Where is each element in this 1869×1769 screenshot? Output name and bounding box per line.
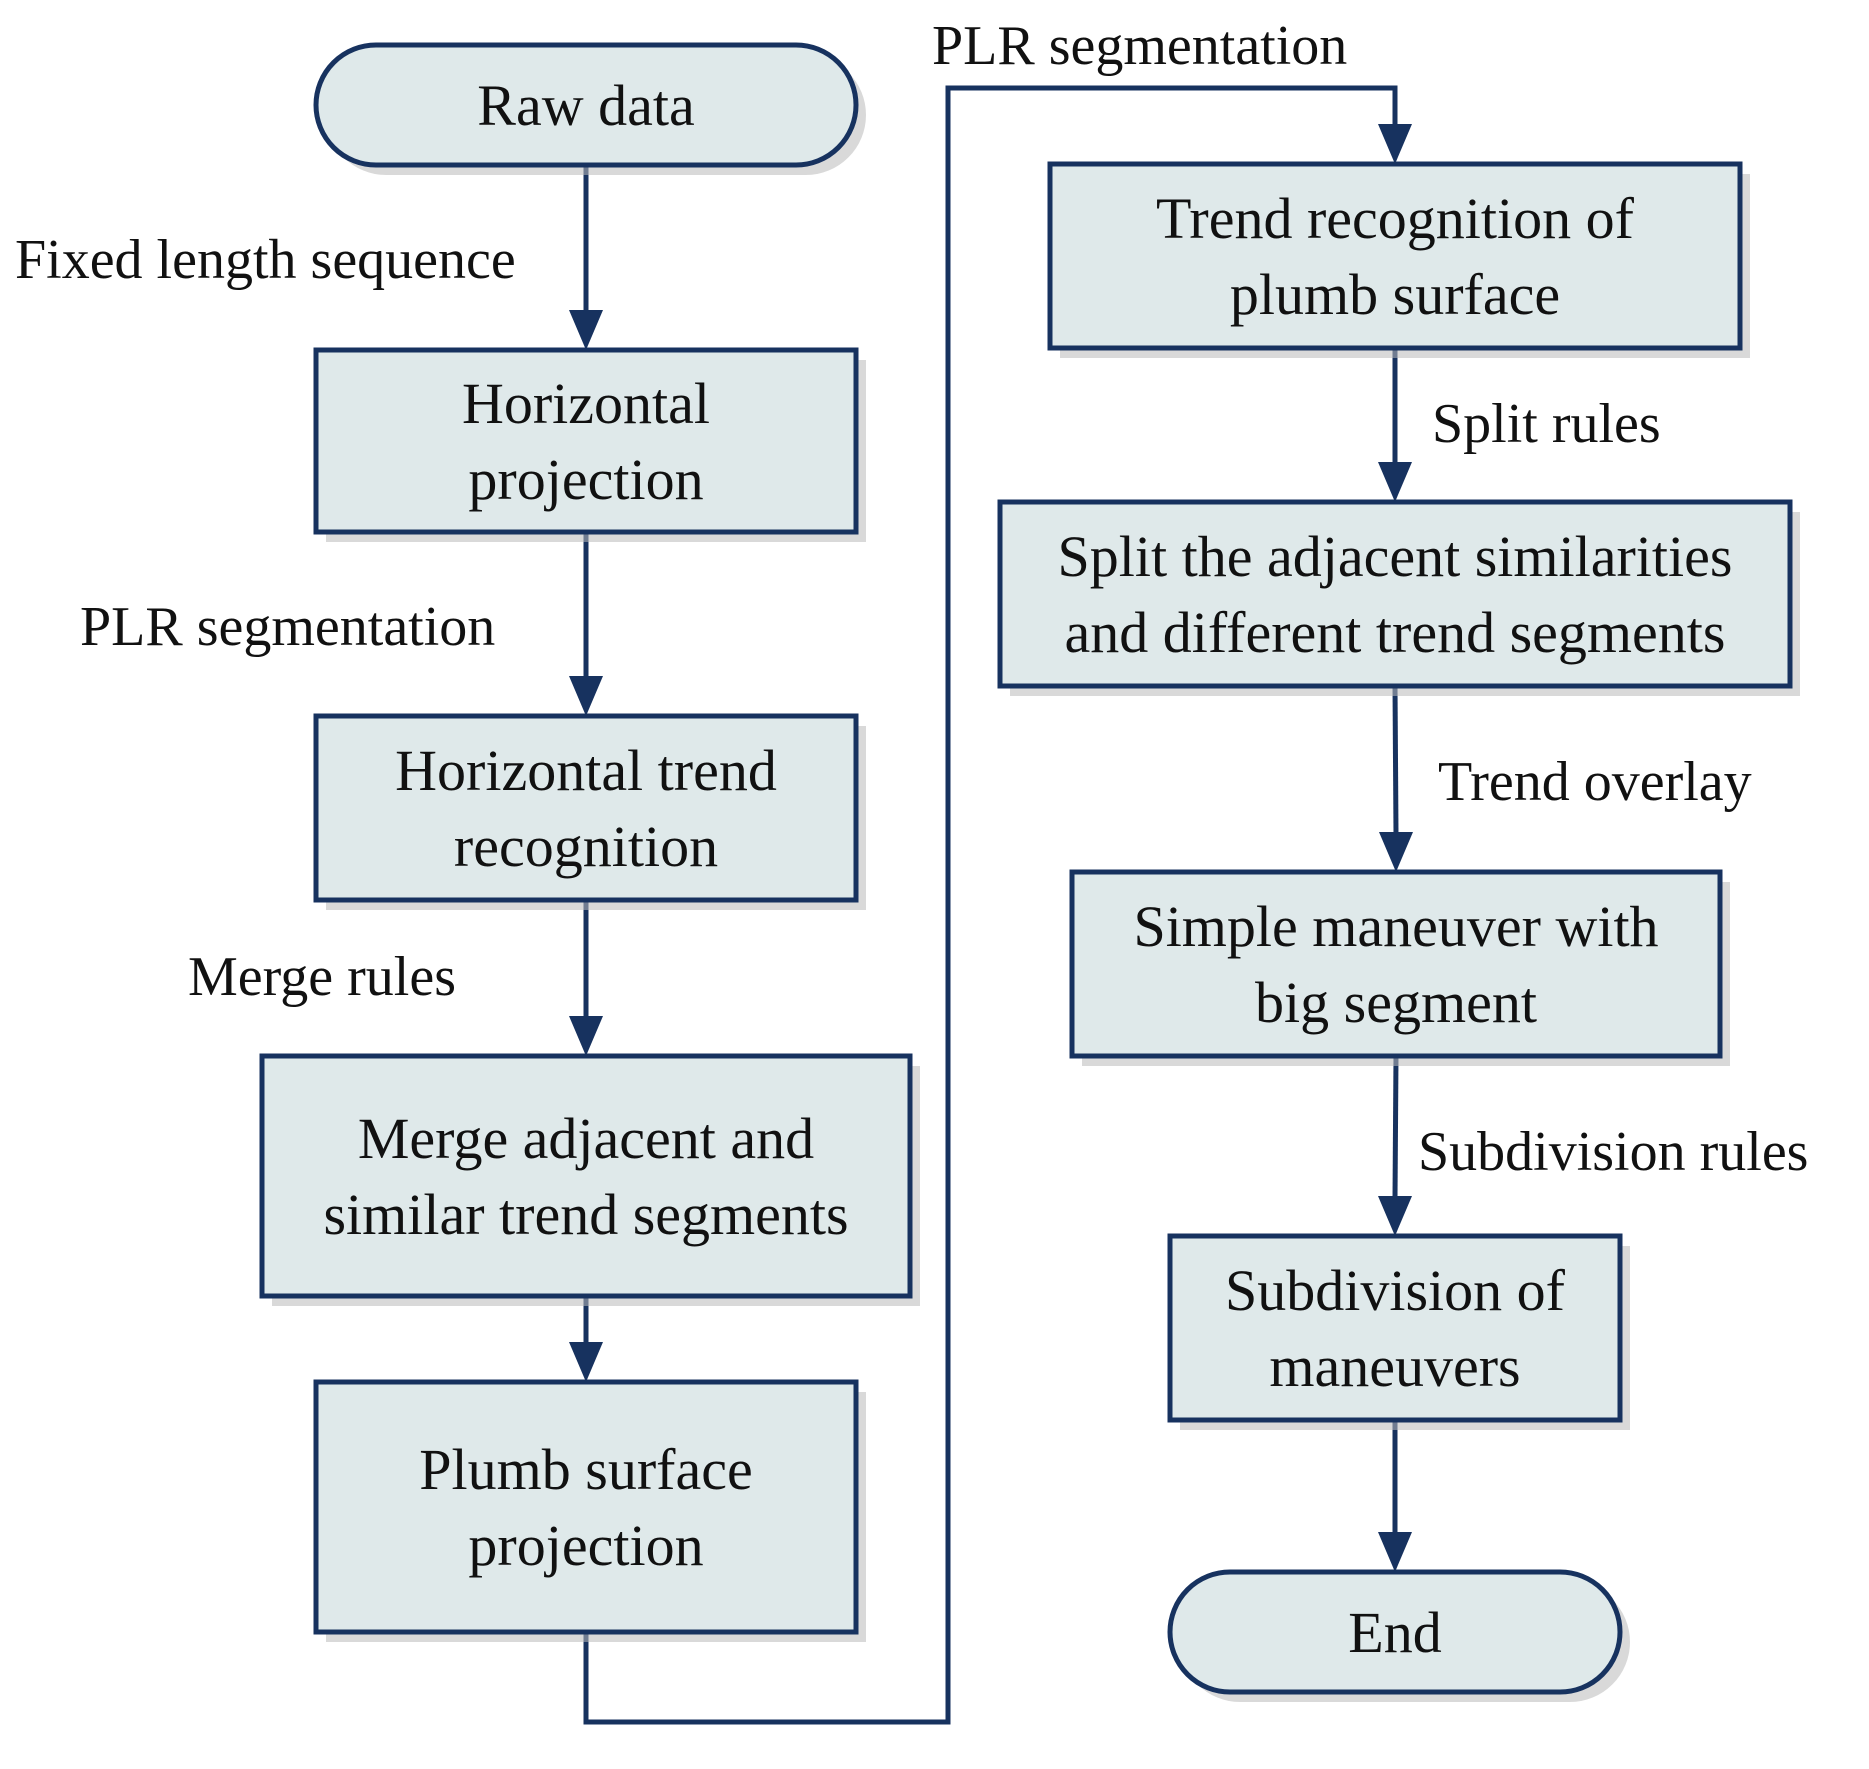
node-box — [1167, 1569, 1623, 1695]
node-box — [1069, 869, 1723, 1059]
node-label: End — [1348, 1600, 1441, 1665]
arrowhead — [1378, 1532, 1412, 1572]
node-box — [259, 1053, 913, 1299]
edge-line — [583, 85, 1398, 1725]
edge-subdiv-to-end — [1378, 1420, 1412, 1572]
arrowhead — [1379, 832, 1413, 872]
edge-hproj-to-htrend — [569, 532, 603, 716]
arrowhead — [569, 1016, 603, 1056]
arrowhead — [1378, 124, 1412, 164]
arrowhead — [1378, 462, 1412, 502]
node-box — [313, 347, 859, 535]
node-label: big segment — [1255, 970, 1537, 1035]
node-box — [997, 499, 1793, 689]
node-label: Simple maneuver with — [1133, 894, 1658, 959]
node-box — [313, 713, 859, 903]
arrowhead — [569, 310, 603, 350]
edge-label: Split rules — [1432, 393, 1661, 455]
node-label: Merge adjacent and — [358, 1106, 814, 1171]
node-label: projection — [468, 447, 703, 512]
node-simple: Simple maneuver with big segment — [1069, 869, 1730, 1066]
edge-label: Merge rules — [188, 946, 456, 1008]
node-label: and different trend segments — [1065, 600, 1726, 665]
edge-line — [1392, 685, 1399, 835]
node-label: similar trend segments — [323, 1182, 848, 1247]
edge-raw-to-hproj — [569, 165, 603, 350]
arrowhead — [569, 676, 603, 716]
edge-pproj-to-ptrend — [583, 85, 1412, 1725]
edge-label: Trend overlay — [1438, 751, 1752, 813]
node-label: Plumb surface — [419, 1437, 752, 1502]
node-label: Horizontal — [462, 371, 710, 436]
arrowhead — [569, 1342, 603, 1382]
node-htrend: Horizontal trend recognition — [313, 713, 866, 910]
node-ptrend: Trend recognition of plumb surface — [1047, 161, 1750, 358]
node-label: projection — [468, 1513, 703, 1578]
node-box — [1167, 1233, 1623, 1423]
node-subdiv: Subdivision of maneuvers — [1167, 1233, 1630, 1430]
node-label: plumb surface — [1230, 262, 1560, 327]
node-box — [1047, 161, 1743, 351]
edge-simple-to-subdiv — [1378, 1055, 1412, 1236]
edge-label: PLR segmentation — [80, 596, 495, 658]
edge-label: PLR segmentation — [932, 15, 1347, 77]
edge-label: Subdivision rules — [1418, 1121, 1808, 1183]
node-pproj: Plumb surface projection — [313, 1379, 866, 1642]
node-hproj: Horizontal projection — [313, 347, 866, 542]
node-end: End — [1167, 1569, 1630, 1702]
edge-merge-to-pproj — [569, 1296, 603, 1382]
edge-line — [1392, 1055, 1399, 1199]
node-box — [313, 1379, 859, 1635]
edge-split-to-simple — [1379, 685, 1413, 872]
edge-ptrend-to-split — [1378, 348, 1412, 502]
node-label: recognition — [454, 814, 718, 879]
node-label: maneuvers — [1269, 1334, 1520, 1399]
arrowhead — [1378, 1196, 1412, 1236]
node-label: Raw data — [477, 73, 694, 138]
node-label: Split the adjacent similarities — [1058, 524, 1733, 589]
node-label: Subdivision of — [1225, 1258, 1566, 1323]
node-raw: Raw data — [313, 42, 866, 175]
node-split: Split the adjacent similarities and diffe… — [997, 499, 1800, 696]
node-merge: Merge adjacent and similar trend segments — [259, 1053, 920, 1306]
node-label: Trend recognition of — [1156, 186, 1635, 251]
edge-label: Fixed length sequence — [15, 229, 516, 291]
node-label: Horizontal trend — [395, 738, 777, 803]
node-box — [313, 42, 859, 168]
edge-htrend-to-merge — [569, 900, 603, 1056]
edges-layer — [569, 85, 1413, 1725]
